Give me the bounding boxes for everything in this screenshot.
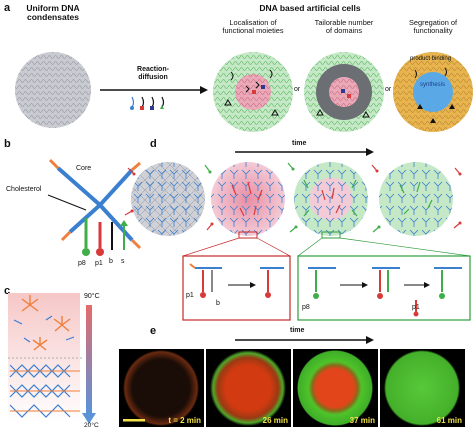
or-text-1: or [294, 86, 301, 93]
uniform-condensate-circle [15, 52, 91, 128]
inset-right-p1-label: p1 [412, 304, 420, 311]
micrograph-frame-1: t = 2 min [119, 349, 204, 427]
core-label: Core [76, 165, 92, 172]
temp-high-label: 90°C [84, 293, 100, 300]
reaction-diffusion-label: Reaction- diffusion [128, 66, 178, 82]
feature-segregation-line2: functionality [413, 26, 453, 36]
strand-b-label: b [109, 258, 113, 265]
feature-domains-line2: of domains [325, 26, 363, 36]
feature-localisation-line2: functional moieties [222, 26, 284, 36]
temp-low-label: 20°C [84, 422, 99, 429]
or-text-2: or [385, 86, 392, 93]
feature-domains-line1: Tailorable number [314, 18, 374, 27]
panel-a-graphic [15, 52, 473, 132]
micrograph-frame-3: 37 min [293, 349, 378, 427]
frame-2-time: 26 min [262, 416, 288, 425]
feature-segregation: Segregation of functionality [392, 18, 474, 36]
reaction-diffusion-label-line1: Reaction- [137, 66, 169, 73]
panel-e-time-label: time [290, 327, 305, 334]
cell-localisation [213, 52, 293, 132]
feature-segregation-line1: Segregation of [408, 18, 458, 27]
uniform-condensates-title: Uniform DNA condensates [10, 4, 96, 22]
micrograph-frame-2: 26 min [206, 349, 291, 427]
panel-e-letter: e [150, 325, 157, 337]
cell-segregation [393, 52, 473, 132]
panel-b-letter: b [4, 138, 11, 150]
stage-2-condensate [211, 162, 285, 236]
reaction-strands-icon [130, 96, 165, 110]
panel-c-letter: c [4, 285, 11, 297]
stage-3-condensate [294, 162, 368, 236]
panel-d-time-label: time [292, 140, 307, 147]
feature-localisation-line1: Localisation of [229, 18, 277, 27]
panel-d-letter: d [150, 138, 157, 150]
reaction-diffusion-label-line2: diffusion [138, 74, 168, 81]
product-binding-label: product binding [410, 56, 452, 62]
inset-red-box [182, 255, 291, 321]
synthesis-label: synthesis [420, 82, 446, 88]
strand-s-label: s [121, 258, 125, 265]
panel-a-letter: a [4, 2, 11, 14]
stage-4-condensate [379, 162, 453, 236]
inset-left-b-label: b [216, 300, 220, 307]
inset-right-p8-label: p8 [302, 304, 310, 311]
uniform-condensates-title-line2: condensates [27, 12, 79, 22]
feature-domains: Tailorable number of domains [302, 18, 386, 36]
frame-1-time: t = 2 min [168, 416, 201, 425]
feature-localisation: Localisation of functional moieties [208, 18, 298, 36]
frame-4-time: 61 min [436, 416, 462, 425]
strand-p1-label: p1 [95, 260, 103, 267]
stage-1-condensate [131, 162, 205, 236]
inset-green-box [297, 255, 471, 321]
artificial-cells-title: DNA based artificial cells [259, 3, 361, 13]
cholesterol-label: Cholesterol [6, 186, 42, 193]
micrograph-frame-4: 61 min [380, 349, 465, 427]
inset-left-p1-label: p1 [186, 292, 194, 299]
strand-p8-label: p8 [78, 260, 86, 267]
uniform-condensates-title-line1: Uniform DNA [26, 3, 80, 13]
frame-3-time: 37 min [349, 416, 375, 425]
cell-domains [304, 52, 384, 132]
